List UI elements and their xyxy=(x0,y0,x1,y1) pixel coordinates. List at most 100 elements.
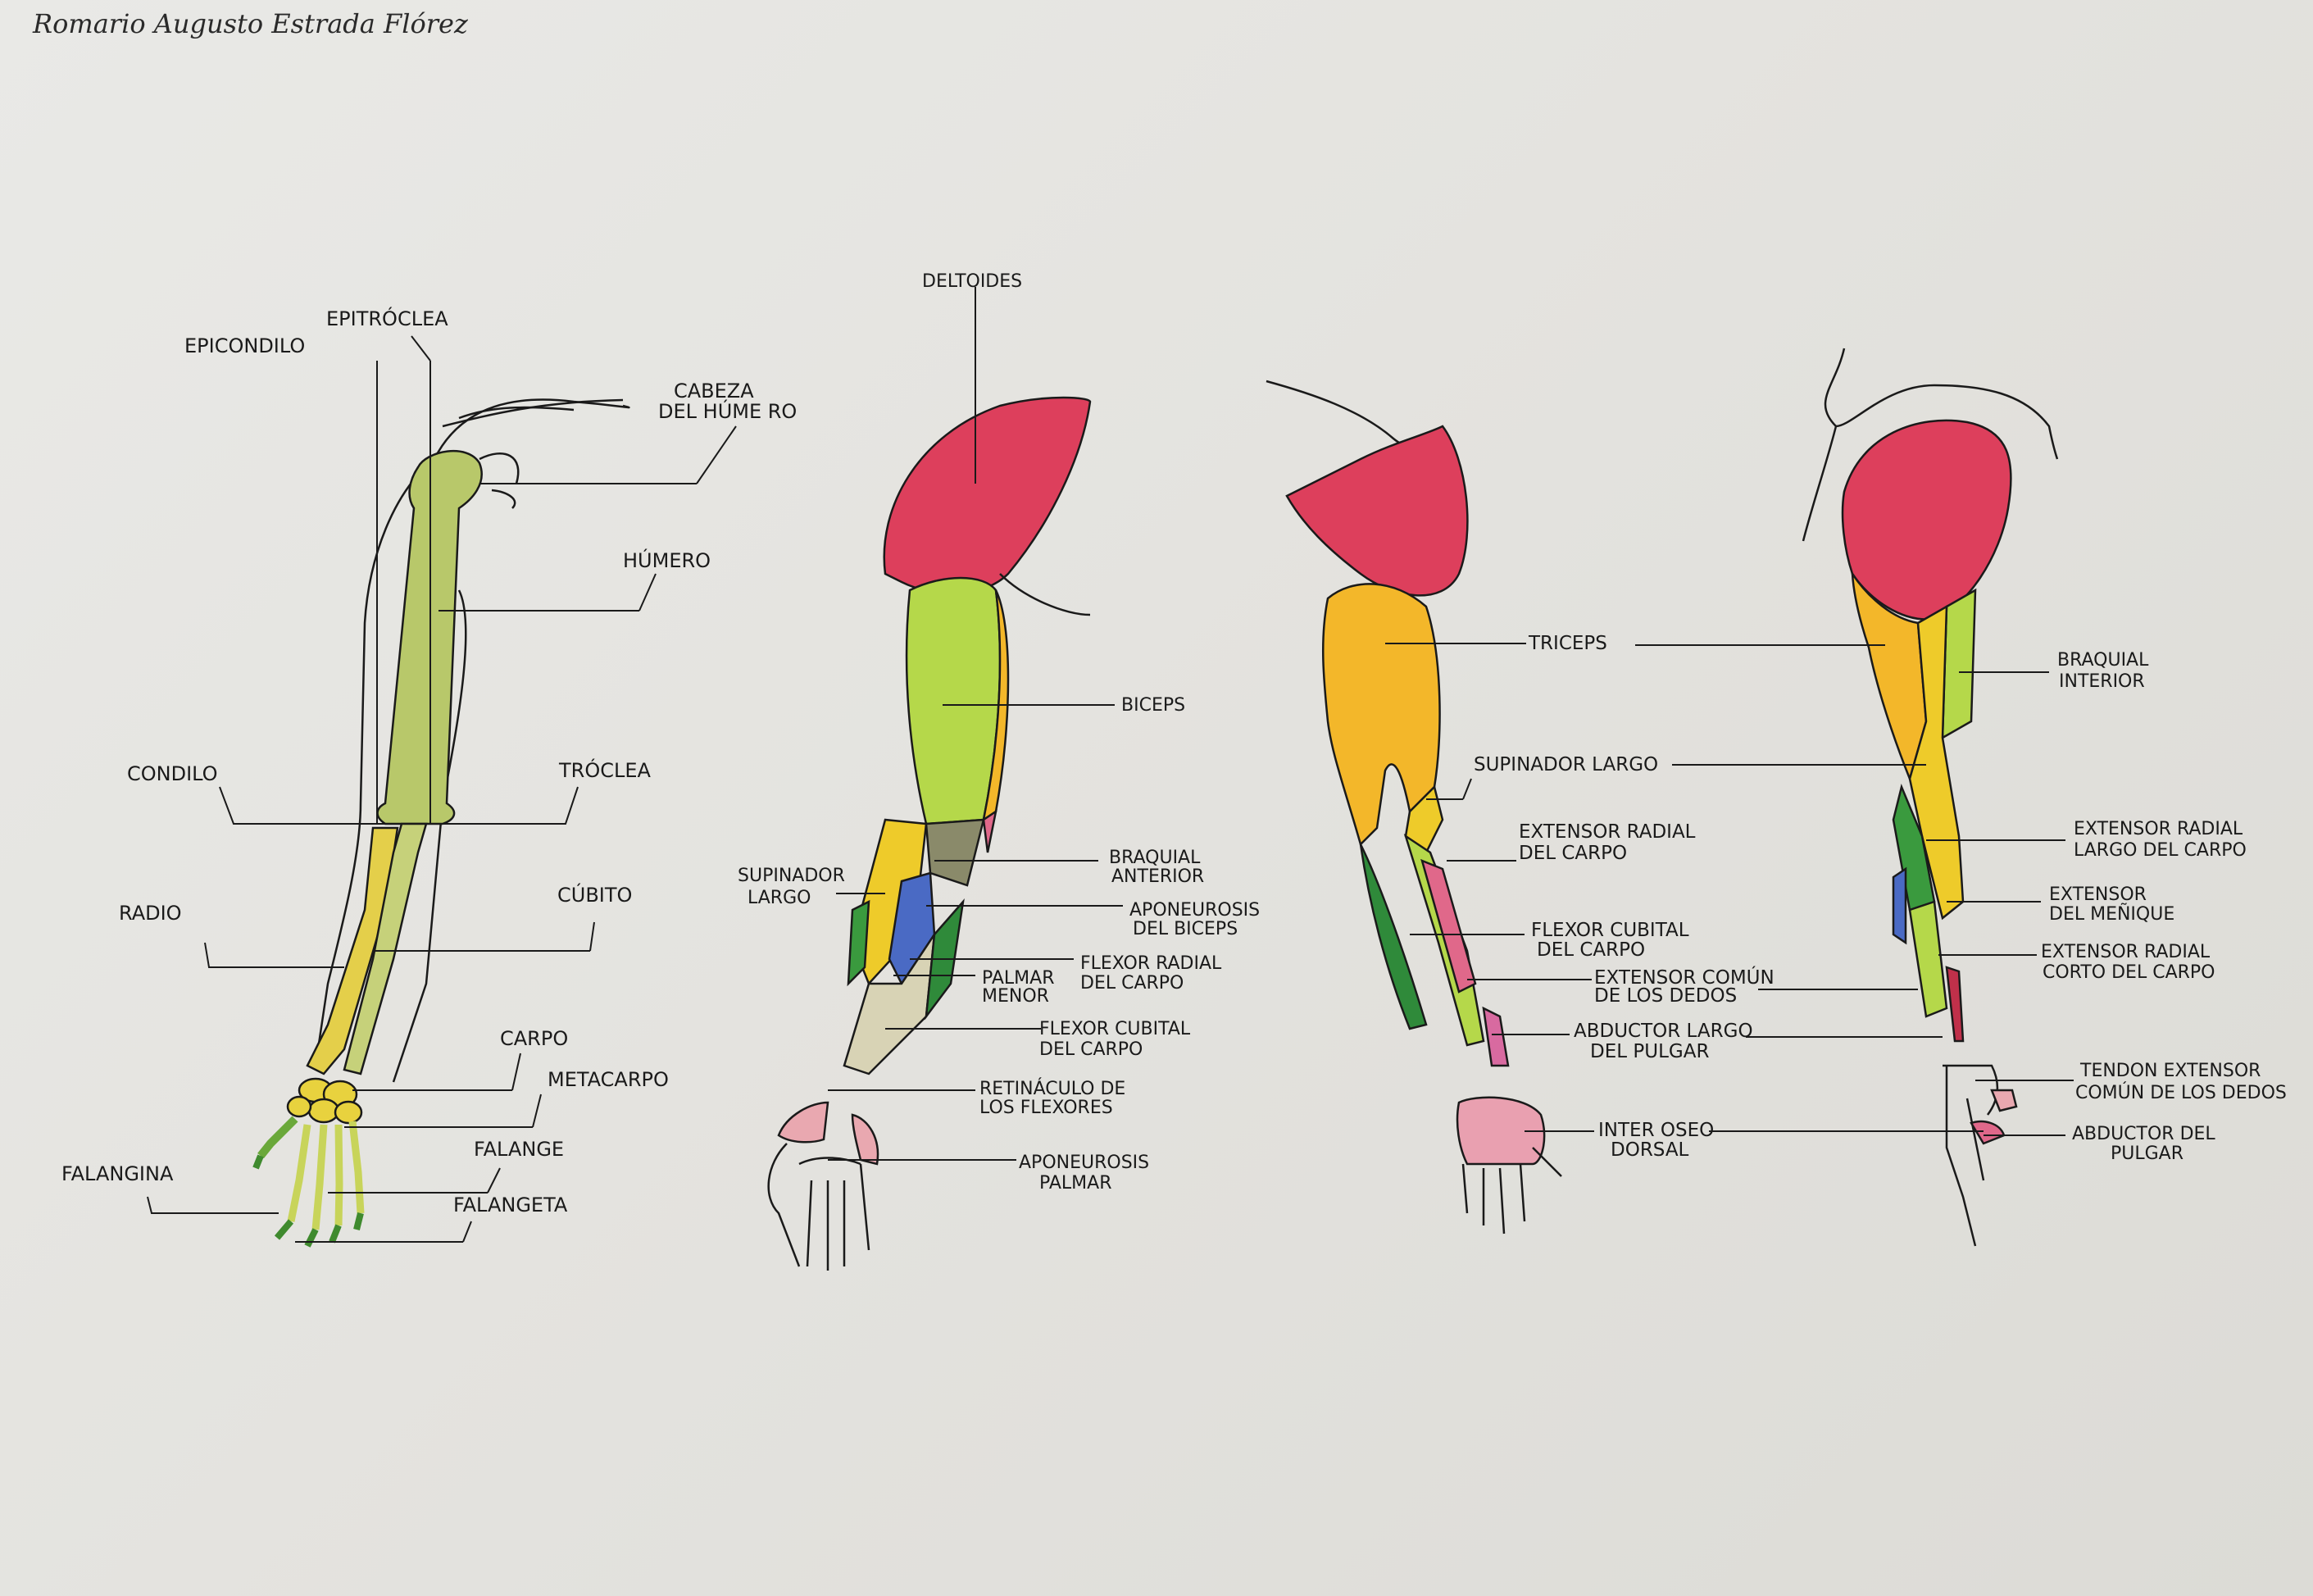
label-ext-radial-corto-2: CORTO DEL CARPO xyxy=(2043,962,2215,983)
label-triceps: TRICEPS xyxy=(1528,633,1607,654)
anterior-labels: DELTOIDES BICEPS SUPINADOR LARGO BRAQUIA… xyxy=(738,271,1260,1194)
posterior-hand xyxy=(1456,1096,1546,1166)
label-apon-palmar-1: APONEUROSIS xyxy=(1019,1153,1149,1173)
label-apon-biceps-2: DEL BICEPS xyxy=(1133,919,1238,939)
label-metacarpo: METACARPO xyxy=(548,1068,669,1091)
posterior-fingers xyxy=(1461,1147,1562,1235)
label-troclea: TRÓCLEA xyxy=(558,757,652,782)
label-supinador-2: LARGO xyxy=(748,888,811,908)
label-supinador-1: SUPINADOR xyxy=(738,866,845,886)
label-tendon-2: COMÚN DE LOS DEDOS xyxy=(2075,1082,2287,1103)
lateral-leaders xyxy=(1635,644,2074,1136)
skeleton-shoulder-outline xyxy=(433,398,630,460)
lateral-red xyxy=(1945,966,1965,1043)
skeleton-glenoid xyxy=(479,452,520,509)
label-apon-palmar-2: PALMAR xyxy=(1039,1173,1111,1194)
label-cabeza-1: CABEZA xyxy=(674,380,754,402)
anterior-deltoid xyxy=(883,396,1092,595)
label-epicondilo: EPICONDILO xyxy=(184,334,305,357)
label-ext-radial-2: DEL CARPO xyxy=(1519,843,1627,864)
label-cabeza-2: DEL HÚME RO xyxy=(658,398,797,423)
lateral-blue xyxy=(1892,866,1907,945)
skeleton-labels: EPITRÓCLEA EPICONDILO CABEZA DEL HÚME RO… xyxy=(61,306,797,1216)
label-palmar-2: MENOR xyxy=(982,986,1049,1007)
label-interoseo-2: DORSAL xyxy=(1611,1139,1689,1161)
posterior-triceps xyxy=(1322,583,1441,847)
label-ext-comun-1: EXTENSOR COMÚN xyxy=(1594,966,1775,989)
label-apon-biceps-1: APONEUROSIS xyxy=(1129,900,1260,921)
label-flexor-cubital-2: DEL CARPO xyxy=(1039,1039,1143,1060)
label-p-flexor-cubital-2: DEL CARPO xyxy=(1537,939,1645,961)
carpus-bones xyxy=(286,1077,363,1125)
skeleton-acromion xyxy=(458,406,575,420)
label-abductor-pulgar-2: PULGAR xyxy=(2111,1144,2183,1164)
label-p-flexor-cubital-1: FLEXOR CUBITAL xyxy=(1531,920,1689,941)
label-ext-comun-2: DE LOS DEDOS xyxy=(1594,985,1737,1007)
label-ext-menique-1: EXTENSOR xyxy=(2049,884,2147,905)
label-ext-menique-2: DEL MEÑIQUE xyxy=(2049,903,2174,925)
label-ext-radial-corto-1: EXTENSOR RADIAL xyxy=(2041,942,2211,962)
skeleton-leaders xyxy=(147,335,737,1243)
label-ext-radial-largo-1: EXTENSOR RADIAL xyxy=(2074,819,2243,839)
lateral-back-outline xyxy=(1802,348,2059,542)
label-interoseo-1: INTER OSEO xyxy=(1598,1120,1714,1141)
skeleton-clavicle xyxy=(442,398,624,428)
lateral-deltoid xyxy=(1841,419,2012,621)
ulna-bone xyxy=(343,822,428,1075)
posterior-deltoid xyxy=(1285,425,1469,597)
label-retinaculo-2: LOS FLEXORES xyxy=(979,1098,1113,1118)
lateral-wrist-pink xyxy=(1990,1089,2018,1112)
label-l-braquial-2: INTERIOR xyxy=(2059,671,2145,692)
label-supinador-largo: SUPINADOR LARGO xyxy=(1474,754,1658,775)
label-palmar-1: PALMAR xyxy=(982,968,1054,989)
label-falangeta: FALANGETA xyxy=(453,1194,568,1216)
posterior-back-outline xyxy=(1266,380,1435,448)
label-braquial-1: BRAQUIAL xyxy=(1109,848,1201,868)
lateral-triceps xyxy=(1851,570,1928,782)
anterior-biceps xyxy=(905,576,1002,825)
anterior-shoulder-line xyxy=(999,573,1091,616)
anterior-palmar xyxy=(847,899,870,987)
label-ext-radial-largo-2: LARGO DEL CARPO xyxy=(2074,840,2247,861)
label-falange: FALANGE xyxy=(474,1138,564,1161)
label-abductor-pulgar-1: ABDUCTOR DEL xyxy=(2072,1124,2215,1144)
anterior-brachial xyxy=(925,818,985,887)
anterior-hand xyxy=(767,1143,870,1271)
lateral-ext-menique xyxy=(1908,900,1948,1018)
posterior-panel xyxy=(1266,380,1594,1235)
label-flexor-cubital-1: FLEXOR CUBITAL xyxy=(1039,1019,1191,1039)
posterior-supinator xyxy=(1404,784,1444,854)
posterior-leaders xyxy=(1385,643,1594,1132)
posterior-ext-comun xyxy=(1420,858,1477,994)
hand-bones xyxy=(252,1116,365,1248)
anterior-wrist-right xyxy=(851,1113,879,1166)
anterior-pink-tendon xyxy=(982,809,997,853)
lateral-labels: BRAQUIAL INTERIOR EXTENSOR RADIAL LARGO … xyxy=(2041,650,2287,1164)
anterior-panel xyxy=(767,287,1123,1271)
label-deltoides: DELTOIDES xyxy=(922,271,1022,292)
label-braquial-2: ANTERIOR xyxy=(1111,866,1204,887)
posterior-abductor xyxy=(1482,1006,1510,1067)
label-biceps: BICEPS xyxy=(1121,695,1185,716)
label-tendon-1: TENDON EXTENSOR xyxy=(2079,1061,2261,1081)
anterior-wrist-left xyxy=(777,1101,829,1144)
label-l-braquial-1: BRAQUIAL xyxy=(2057,650,2149,671)
label-abductor-2: DEL PULGAR xyxy=(1590,1041,1709,1062)
label-ext-radial-1: EXTENSOR RADIAL xyxy=(1519,821,1696,843)
skeleton-arm-outline xyxy=(314,458,435,1066)
label-condilo: CONDILO xyxy=(127,762,218,785)
label-retinaculo-1: RETINÁCULO DE xyxy=(979,1078,1125,1099)
skeleton-panel xyxy=(147,335,737,1248)
label-abductor-1: ABDUCTOR LARGO xyxy=(1574,1021,1753,1042)
posterior-flexor-cubital xyxy=(1359,843,1428,1030)
label-humero: HÚMERO xyxy=(623,548,711,572)
label-falangina: FALANGINA xyxy=(61,1162,174,1185)
lateral-panel xyxy=(1635,348,2074,1247)
anterior-leaders xyxy=(828,287,1123,1161)
author-signature: Romario Augusto Estrada Flórez xyxy=(32,8,469,39)
label-carpo: CARPO xyxy=(500,1027,568,1050)
lateral-hand xyxy=(1943,1064,1999,1247)
label-epitroclea: EPITRÓCLEA xyxy=(326,306,448,330)
label-flexor-radial-1: FLEXOR RADIAL xyxy=(1080,953,1222,974)
